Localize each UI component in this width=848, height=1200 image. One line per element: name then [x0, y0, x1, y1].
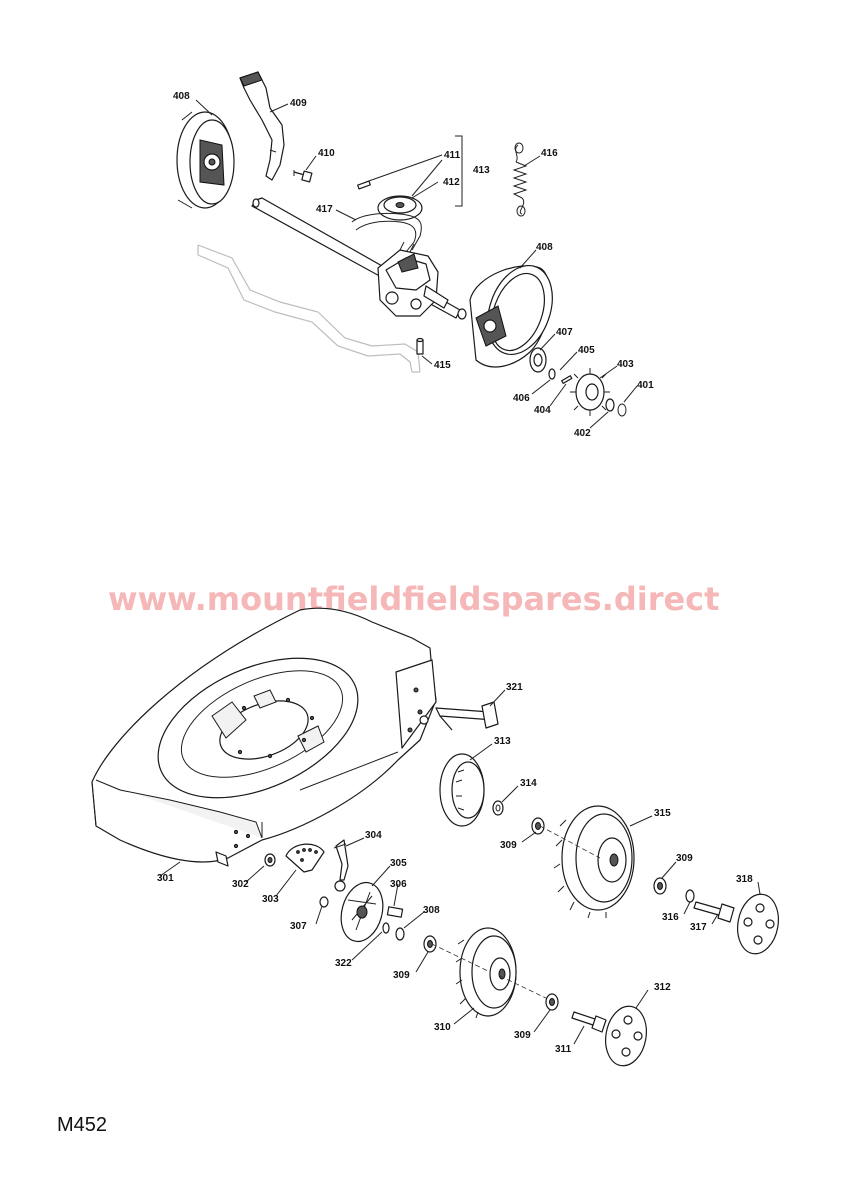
label-405: 405 [578, 345, 595, 356]
label-408-right: 408 [536, 242, 553, 253]
label-309-c: 309 [393, 970, 410, 981]
label-318: 318 [736, 874, 753, 885]
diagram-code: M452 [57, 1114, 107, 1136]
label-306: 306 [390, 879, 407, 890]
part-321-axle [435, 701, 499, 731]
label-321: 321 [506, 682, 523, 693]
part-301-deck [91, 607, 437, 867]
label-402: 402 [574, 428, 591, 439]
label-301: 301 [157, 873, 174, 884]
part-314-washer [492, 800, 504, 816]
part-304-height-lever [333, 839, 349, 892]
part-404-pin [561, 375, 573, 384]
part-412-pulley [377, 195, 423, 221]
label-312: 312 [654, 982, 671, 993]
part-322-washer [382, 922, 390, 934]
part-408-right-cup [469, 264, 553, 368]
label-307: 307 [290, 921, 307, 932]
part-311-bolt [571, 1011, 607, 1033]
label-404: 404 [534, 405, 551, 416]
label-309-a: 309 [500, 840, 517, 851]
label-310: 310 [434, 1022, 451, 1033]
label-317: 317 [690, 922, 707, 933]
label-313: 313 [494, 736, 511, 747]
label-401: 401 [637, 380, 654, 391]
part-406-washer [548, 368, 556, 380]
part-309-bearing-a [531, 817, 545, 835]
label-406: 406 [513, 393, 530, 404]
label-411: 411 [444, 150, 461, 161]
part-417-belt [351, 212, 422, 253]
label-417: 417 [316, 204, 333, 215]
part-310-front-wheel [431, 927, 551, 1019]
part-410-screw [293, 170, 313, 183]
part-305-wheel-carrier [340, 881, 384, 943]
label-316: 316 [662, 912, 679, 923]
label-410: 410 [318, 148, 335, 159]
part-309-bearing-d [545, 993, 559, 1011]
part-318-hub-cap [737, 893, 779, 955]
part-409-bracket [239, 71, 285, 181]
label-412: 412 [443, 177, 460, 188]
label-311: 311 [555, 1044, 572, 1055]
part-307-nut [319, 896, 329, 908]
label-303: 303 [262, 894, 279, 905]
label-302: 302 [232, 879, 249, 890]
group-bracket-413 [455, 135, 463, 207]
label-403: 403 [617, 359, 634, 370]
part-407-bearing [529, 347, 547, 373]
lower-labels: 321 313 314 315 304 309 309 305 301 318 … [157, 682, 753, 1055]
part-315-rear-wheel [539, 805, 635, 919]
label-415: 415 [434, 360, 451, 371]
part-416-spring [512, 142, 528, 217]
deck-assembly [91, 607, 779, 1067]
part-313-drive-ring [439, 753, 485, 827]
watermark: www.mountfieldfieldspares.direct [108, 580, 719, 618]
upper-labels: 408 409 410 411 413 412 416 417 408 407 … [173, 91, 654, 439]
label-309-b: 309 [676, 853, 693, 864]
label-416: 416 [541, 148, 558, 159]
part-306-bolt [386, 906, 404, 918]
label-407: 407 [556, 327, 573, 338]
label-413: 413 [473, 165, 490, 176]
part-411-pin [357, 180, 371, 190]
label-315: 315 [654, 808, 671, 819]
label-314: 314 [520, 778, 537, 789]
upper-leader-lines [195, 99, 638, 429]
gearbox [377, 241, 449, 317]
part-309-bearing-b [653, 877, 667, 895]
part-302-nut [264, 853, 276, 867]
label-308: 308 [423, 905, 440, 916]
part-317-bolt [693, 901, 735, 923]
label-309-d: 309 [514, 1030, 531, 1041]
part-316-washer [685, 889, 695, 903]
part-309-bearing-c [423, 935, 437, 953]
label-322: 322 [335, 958, 352, 969]
part-415-pin [416, 337, 424, 355]
label-305: 305 [390, 858, 407, 869]
label-408-left: 408 [173, 91, 190, 102]
drive-assembly [176, 71, 627, 417]
part-303-height-plate [285, 843, 325, 873]
part-308-washer [395, 927, 405, 941]
lower-leader-lines [159, 689, 761, 1045]
label-409: 409 [290, 98, 307, 109]
part-402-washer [605, 398, 615, 412]
ghost-handle-frame [197, 244, 421, 373]
part-408-left-cover [176, 111, 235, 209]
part-403-gear [570, 368, 610, 416]
part-312-hub-cap [605, 1005, 647, 1067]
part-401-circlip [617, 403, 627, 417]
label-304: 304 [365, 830, 382, 841]
